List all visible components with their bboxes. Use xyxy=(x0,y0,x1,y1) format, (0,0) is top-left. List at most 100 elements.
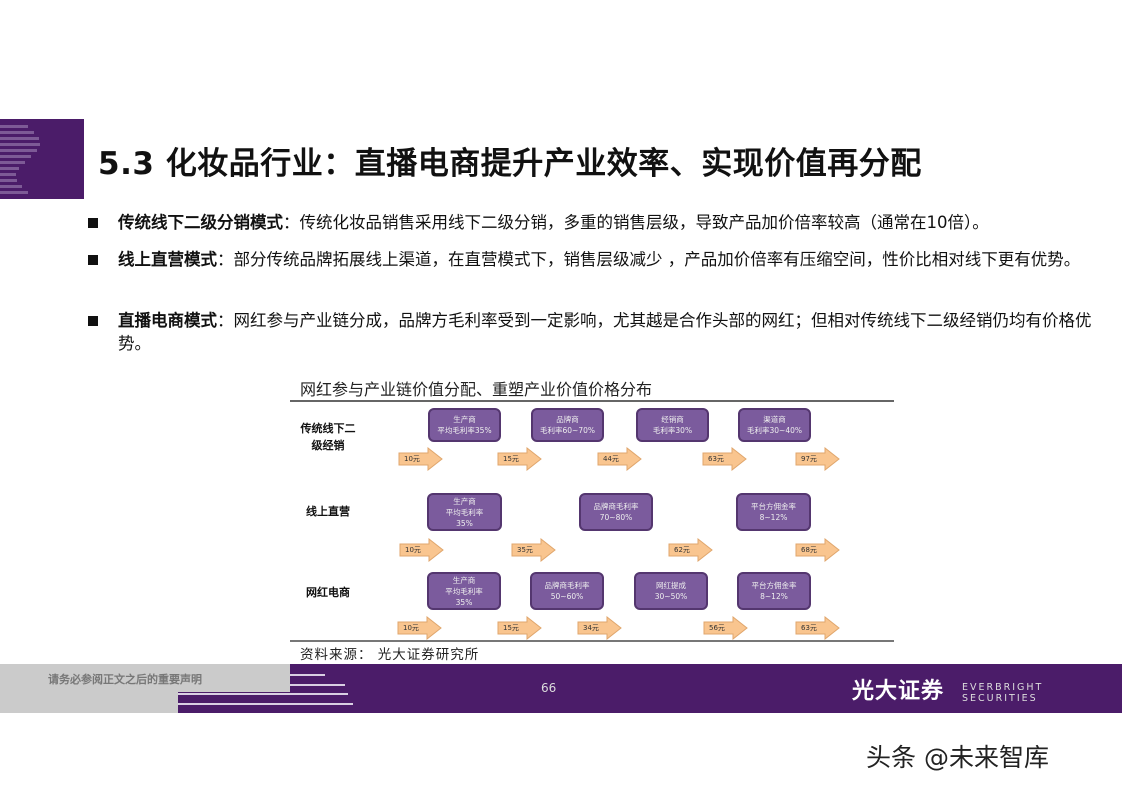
bullet-label: 直播电商模式 xyxy=(118,311,217,330)
price-arrow: 35元 xyxy=(511,538,557,562)
arrow-icon xyxy=(397,616,442,640)
price-label: 34元 xyxy=(583,624,599,632)
arrow-icon xyxy=(795,447,840,471)
margin-box-line: 毛利率60~70% xyxy=(540,426,595,435)
price-arrow: 56元 xyxy=(703,616,749,640)
margin-box: 品牌商毛利率 70~80% xyxy=(579,493,653,531)
logo-stripe xyxy=(0,137,39,140)
disclaimer: 请务必参阅正文之后的重要声明 xyxy=(48,673,202,686)
logo-stripe xyxy=(0,155,31,158)
margin-box-line: 生产商 xyxy=(453,415,476,424)
arrow-icon xyxy=(511,538,556,562)
margin-box: 渠道商毛利率30~40% xyxy=(738,408,811,442)
margin-box-line: 30~50% xyxy=(654,592,688,601)
arrow-icon xyxy=(577,616,622,640)
price-arrow: 63元 xyxy=(702,447,748,471)
margin-box-line: 网红提成 xyxy=(656,581,686,590)
bullet-label: 线上直营模式 xyxy=(118,250,217,269)
margin-box-line: 生产商 xyxy=(452,575,476,585)
margin-box: 生产商平均毛利率35% xyxy=(428,408,501,442)
margin-box: 经销商毛利率30% xyxy=(636,408,709,442)
logo-stripe xyxy=(0,131,34,134)
bullet-2: 线上直营模式：部分传统品牌拓展线上渠道，在直营模式下，销售层级减少 ，产品加价倍… xyxy=(88,248,1098,271)
logo-stripe xyxy=(0,143,40,146)
row-label: 传统线下二级经销 xyxy=(300,422,356,452)
price-label: 35元 xyxy=(517,546,533,554)
page-number: 66 xyxy=(541,681,557,695)
logo-stripe xyxy=(0,167,19,170)
margin-box-line: 毛利率30% xyxy=(652,426,693,435)
price-arrow: 15元 xyxy=(497,447,543,471)
margin-box: 平台方佣金率 8~12% xyxy=(736,493,811,531)
price-label: 15元 xyxy=(503,624,519,632)
margin-box-line: 70~80% xyxy=(599,513,633,522)
divider xyxy=(290,400,894,402)
margin-box-line: 平台方佣金率 xyxy=(751,502,796,511)
footer-stripe xyxy=(290,674,325,676)
price-arrow: 63元 xyxy=(795,616,841,640)
bullet-3: 直播电商模式：网红参与产业链分成，品牌方毛利率受到一定影响，尤其越是合作头部的网… xyxy=(88,309,1098,355)
arrow-icon xyxy=(398,447,443,471)
price-label: 10元 xyxy=(404,455,420,463)
arrow-icon xyxy=(795,538,840,562)
watermark: 头条 @未来智库 xyxy=(866,743,1049,772)
source-note: 资料来源： 光大证券研究所 xyxy=(300,647,480,663)
price-label: 44元 xyxy=(603,455,619,463)
margin-box-line: 8~12% xyxy=(759,513,788,522)
price-arrow: 10元 xyxy=(398,447,444,471)
footer-brand-bar xyxy=(290,664,1122,713)
margin-box-line: 品牌商毛利率 xyxy=(593,502,639,511)
logo-stripe xyxy=(0,161,25,164)
margin-box-line: 经销商 xyxy=(661,415,684,424)
arrow-icon xyxy=(795,616,840,640)
row-label: 线上直营 xyxy=(306,505,350,518)
logo-stripe xyxy=(0,125,28,128)
margin-box-line: 35% xyxy=(455,597,473,607)
margin-box: 品牌商毛利率 50~60% xyxy=(530,572,604,610)
price-arrow: 62元 xyxy=(668,538,714,562)
margin-box-line: 渠道商 xyxy=(763,415,786,424)
margin-box-line: 品牌商 xyxy=(556,415,579,424)
price-label: 68元 xyxy=(801,546,817,554)
arrow-icon xyxy=(497,616,542,640)
margin-box-line: 50~60% xyxy=(550,592,584,601)
arrow-icon xyxy=(702,447,747,471)
logo-stripe xyxy=(0,185,22,188)
margin-box-line: 平台方佣金率 xyxy=(751,581,797,590)
page-title: 5.3 化妆品行业：直播电商提升产业效率、实现价值再分配 xyxy=(98,146,922,182)
logo-stripe xyxy=(0,179,17,182)
arrow-icon xyxy=(668,538,713,562)
price-arrow: 44元 xyxy=(597,447,643,471)
margin-box-line: 平均毛利率35% xyxy=(437,426,492,435)
price-label: 63元 xyxy=(801,624,817,632)
price-label: 97元 xyxy=(801,455,817,463)
footer-stripe-block xyxy=(178,692,378,713)
footer-stripe xyxy=(290,684,345,686)
price-arrow: 15元 xyxy=(497,616,543,640)
price-label: 15元 xyxy=(503,455,519,463)
price-arrow: 34元 xyxy=(577,616,623,640)
margin-box: 品牌商毛利率60~70% xyxy=(531,408,604,442)
margin-box-line: 品牌商毛利率 xyxy=(544,581,590,590)
section-logo-block xyxy=(0,119,84,199)
bullet-1: 传统线下二级分销模式：传统化妆品销售采用线下二级分销，多重的销售层级，导致产品加… xyxy=(88,211,1098,234)
margin-box-line: 毛利率30~40% xyxy=(747,426,802,435)
footer-stripe xyxy=(178,693,348,695)
bullet-label: 传统线下二级分销模式 xyxy=(118,213,283,232)
margin-box: 网红提成 30~50% xyxy=(634,572,708,610)
arrow-icon xyxy=(399,538,444,562)
brand-logo-cn: 光大证券 xyxy=(852,678,945,704)
margin-box-line: 平均毛利率 xyxy=(445,507,484,517)
row-label: 网红电商 xyxy=(306,586,350,599)
margin-box-line: 平均毛利率 xyxy=(445,586,483,596)
bullet-text: ：部分传统品牌拓展线上渠道，在直营模式下，销售层级减少 ，产品加价倍率有压缩空间… xyxy=(217,250,1081,269)
bullet-text: ：网红参与产业链分成，品牌方毛利率受到一定影响，尤其越是合作头部的网红；但相对传… xyxy=(118,311,1092,353)
footer-stripe xyxy=(178,703,353,705)
margin-box-line: 35% xyxy=(456,518,473,528)
price-label: 63元 xyxy=(708,455,724,463)
brand-logo-en: EVERBRIGHT SECURITIES xyxy=(962,682,1044,704)
price-label: 10元 xyxy=(403,624,419,632)
